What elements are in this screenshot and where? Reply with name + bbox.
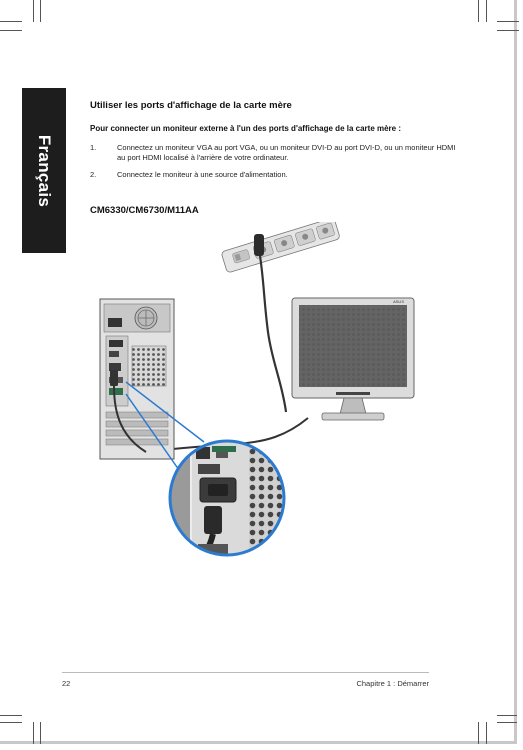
zoom-detail <box>170 441 284 555</box>
crop-mark <box>0 21 22 22</box>
crop-mark <box>497 715 517 716</box>
crop-mark <box>0 722 22 723</box>
crop-mark <box>497 722 517 723</box>
model-heading: CM6330/CM6730/M11AA <box>90 205 199 216</box>
step-text: Connectez le moniteur à une source d'ali… <box>117 170 288 179</box>
monitor: ASUS <box>291 297 415 421</box>
crop-mark <box>486 722 487 744</box>
step-number: 1. <box>90 143 97 152</box>
callout-leader <box>125 381 205 471</box>
crop-mark <box>0 715 22 716</box>
power-cable <box>258 255 288 413</box>
pc-tower <box>99 298 175 460</box>
callout-circle <box>168 439 286 557</box>
crop-mark <box>478 0 479 22</box>
crop-mark <box>0 30 22 31</box>
section-heading: Utiliser les ports d'affichage de la car… <box>90 100 292 111</box>
power-plug <box>254 234 264 257</box>
crop-mark <box>33 722 34 744</box>
crop-mark <box>486 0 487 22</box>
crop-mark <box>40 0 41 22</box>
crop-mark <box>40 722 41 744</box>
crop-mark <box>478 722 479 744</box>
footer-rule <box>62 672 429 673</box>
crop-mark <box>33 0 34 22</box>
section-subheading: Pour connecter un moniteur externe à l'u… <box>90 124 401 133</box>
language-tab: Français <box>22 88 66 253</box>
crop-mark <box>497 21 519 22</box>
step-text: Connectez un moniteur VGA au port VGA, o… <box>117 143 456 162</box>
step-number: 2. <box>90 170 97 179</box>
connection-illustration: ASUS <box>99 222 415 557</box>
monitor-brand: ASUS <box>393 299 404 304</box>
crop-mark <box>497 30 519 31</box>
chapter-label: Chapitre 1 : Démarrer <box>356 679 429 688</box>
page-number: 22 <box>62 679 71 688</box>
power-strip <box>221 222 340 273</box>
language-label: Français <box>35 134 54 207</box>
